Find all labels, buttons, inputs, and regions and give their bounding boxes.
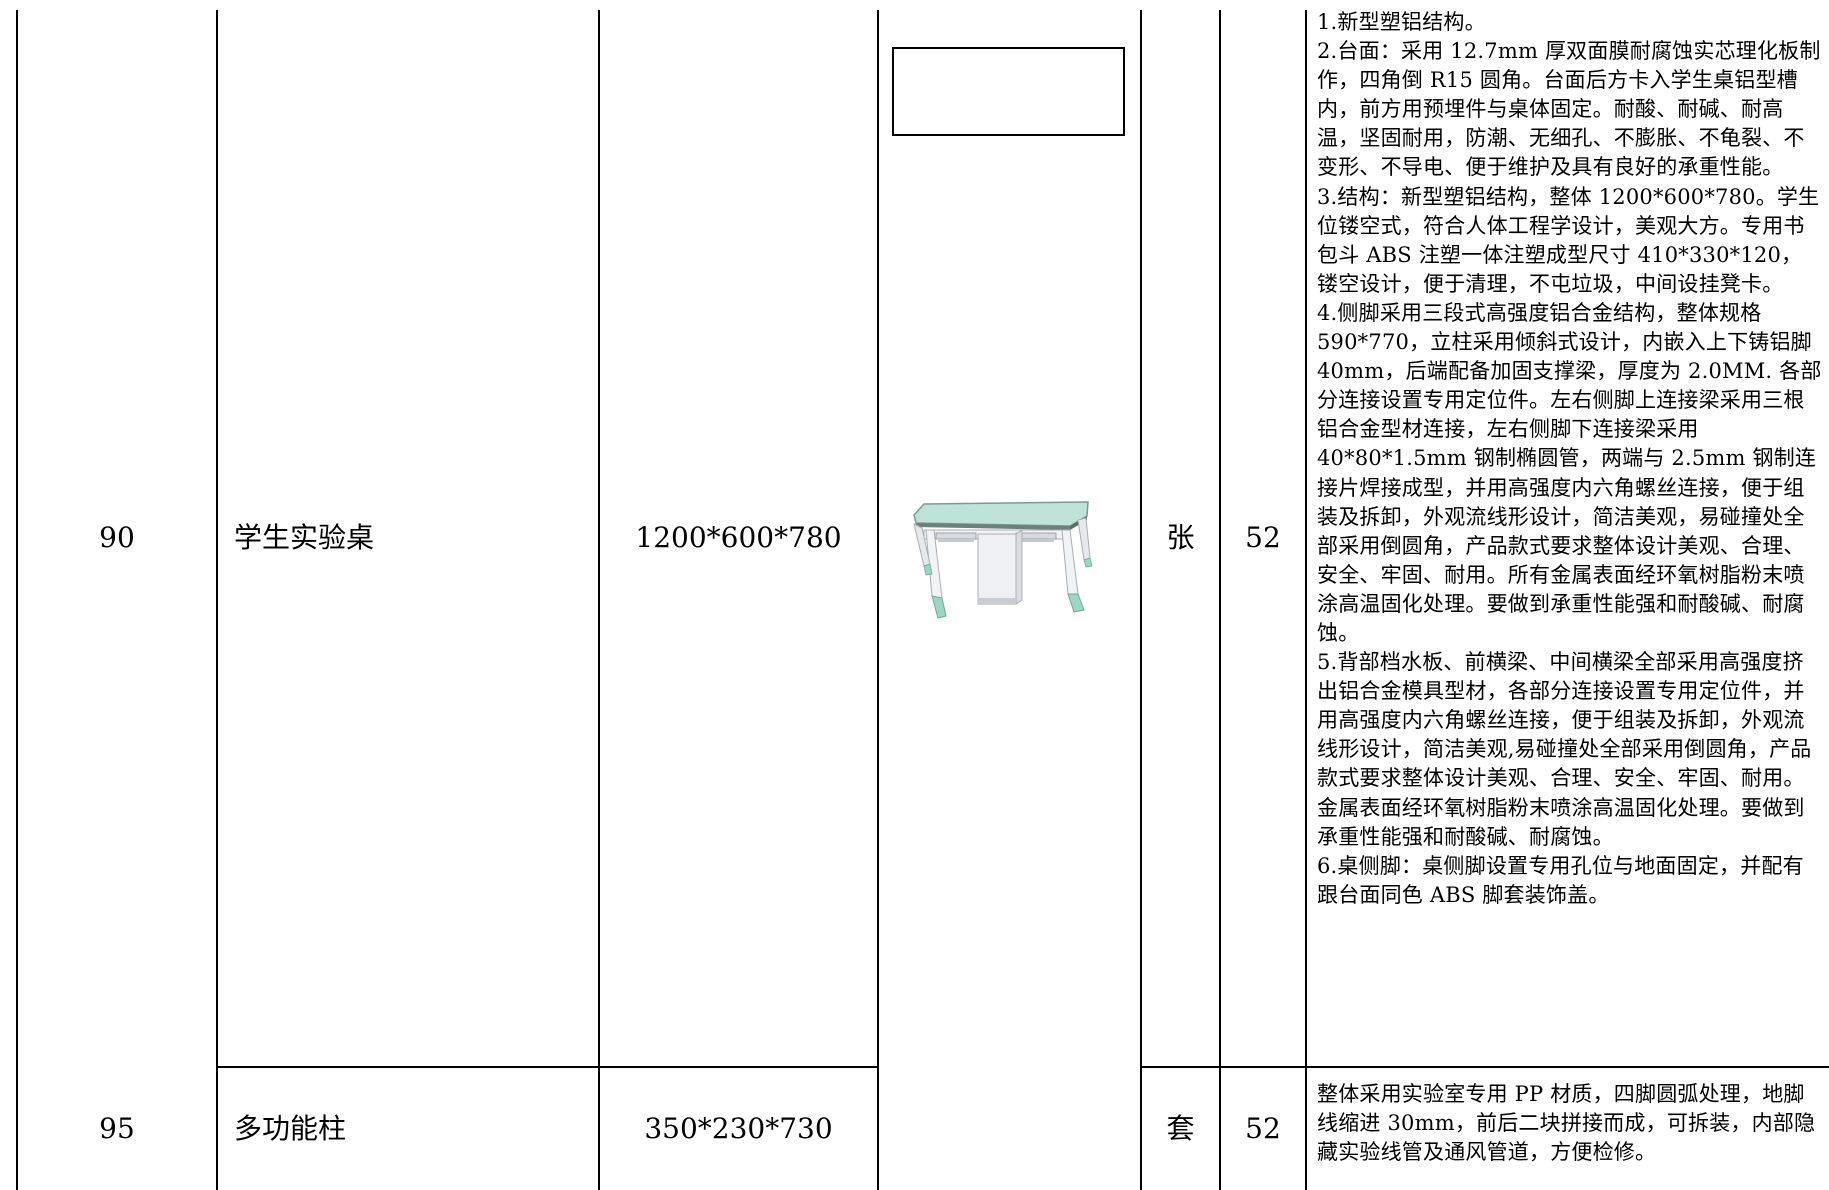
- grid-line: [598, 10, 600, 1190]
- grid-line: [1140, 10, 1142, 1190]
- item-size: 1200*600*780: [635, 521, 842, 554]
- grid-line: [216, 10, 218, 1190]
- item-description: 整体采用实验室专用 PP 材质，四脚圆弧处理，地脚线缩进 30mm，前后二块拼接…: [1307, 1080, 1829, 1190]
- description-line: 6.桌侧脚：桌侧脚设置专用孔位与地面固定，并配有跟台面同色 ABS 脚套装饰盖。: [1317, 853, 1804, 907]
- description-line: 4.侧脚采用三段式高强度铝合金结构，整体规格 590*770，立柱采用倾斜式设计…: [1317, 300, 1822, 645]
- row-number: 90: [99, 521, 135, 554]
- row-divider: [1140, 1066, 1829, 1068]
- item-description: 1.新型塑铝结构。 2.台面：采用 12.7mm 厚双面膜耐腐蚀实芯理化板制作，…: [1307, 8, 1829, 1066]
- row-divider: [216, 1066, 879, 1068]
- description-line: 3.结构：新型塑铝结构，整体 1200*600*780。学生位镂空式，符合人体工…: [1317, 184, 1820, 296]
- item-unit: 套: [1166, 1112, 1195, 1145]
- grid-line: [1219, 10, 1221, 1190]
- grid-line: [16, 10, 18, 1190]
- item-quantity: 52: [1245, 521, 1281, 554]
- description-line: 整体采用实验室专用 PP 材质，四脚圆弧处理，地脚线缩进 30mm，前后二块拼接…: [1317, 1082, 1816, 1165]
- image-placeholder: [892, 47, 1125, 136]
- item-unit: 张: [1166, 521, 1195, 554]
- item-name: 多功能柱: [234, 1112, 347, 1145]
- grid-line: [1305, 10, 1307, 1190]
- grid-line: [877, 10, 879, 1190]
- item-name: 学生实验桌: [234, 521, 375, 554]
- item-quantity: 52: [1245, 1112, 1281, 1145]
- description-line: 1.新型塑铝结构。: [1317, 10, 1486, 34]
- lab-desk-image: [913, 501, 1093, 619]
- description-line: 5.背部档水板、前横梁、中间横梁全部采用高强度挤出铝合金模具型材，各部分连接设置…: [1317, 650, 1812, 849]
- description-line: 2.台面：采用 12.7mm 厚双面膜耐腐蚀实芯理化板制作，四角倒 R15 圆角…: [1317, 39, 1821, 180]
- item-size: 350*230*730: [644, 1112, 833, 1145]
- row-number: 95: [99, 1112, 135, 1145]
